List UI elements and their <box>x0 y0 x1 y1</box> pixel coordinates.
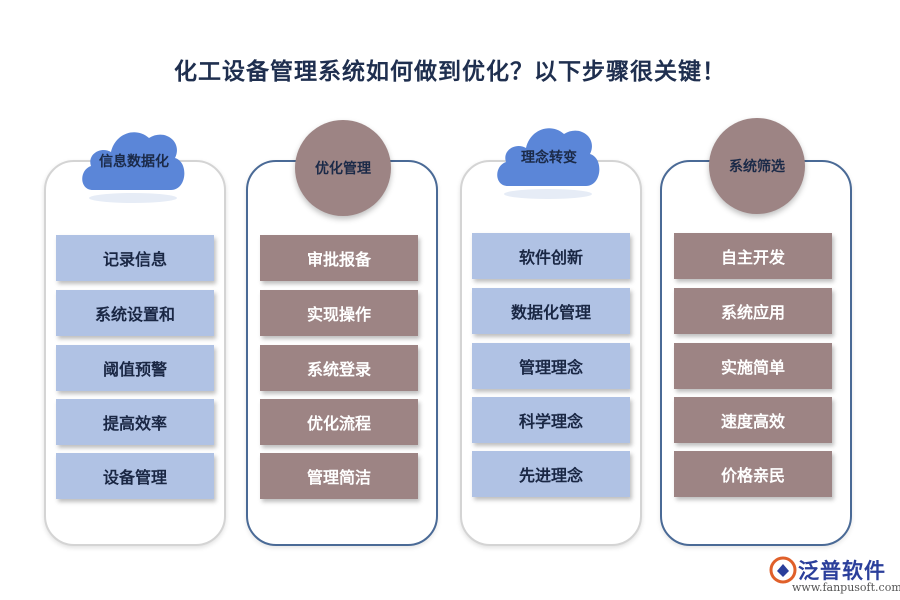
header-cloud-1: 信息数据化 <box>75 118 193 204</box>
logo-brand-text: 泛普软件 <box>798 559 886 583</box>
list-item: 速度高效 <box>674 397 832 443</box>
list-item: 设备管理 <box>56 453 214 499</box>
list-item: 管理简洁 <box>260 453 418 499</box>
list-item: 系统设置和 <box>56 290 214 336</box>
header-label-1: 信息数据化 <box>99 154 169 170</box>
list-item: 实现操作 <box>260 290 418 336</box>
list-item: 记录信息 <box>56 235 214 281</box>
list-item: 阈值预警 <box>56 345 214 391</box>
fanpu-logo-icon <box>769 556 797 584</box>
cloud-icon <box>82 132 185 203</box>
brand-logo: 泛普软件 www.fanpusoft.com <box>768 553 900 597</box>
list-item: 系统登录 <box>260 345 418 391</box>
list-item: 科学理念 <box>472 397 630 443</box>
list-item: 系统应用 <box>674 288 832 334</box>
list-item: 管理理念 <box>472 343 630 389</box>
list-item: 自主开发 <box>674 233 832 279</box>
header-label-2: 优化管理 <box>315 161 371 177</box>
list-item: 价格亲民 <box>674 451 832 497</box>
header-label-3: 理念转变 <box>521 150 577 166</box>
cloud-icon <box>497 128 600 199</box>
list-item: 先进理念 <box>472 451 630 497</box>
header-circle-2: 优化管理 <box>295 120 391 216</box>
header-circle-4: 系统筛选 <box>709 118 805 214</box>
list-item: 数据化管理 <box>472 288 630 334</box>
list-item: 审批报备 <box>260 235 418 281</box>
list-item: 实施简单 <box>674 343 832 389</box>
list-item: 软件创新 <box>472 233 630 279</box>
logo-url-text: www.fanpusoft.com <box>792 581 900 594</box>
header-cloud-3: 理念转变 <box>490 114 608 200</box>
list-item: 优化流程 <box>260 399 418 445</box>
header-label-4: 系统筛选 <box>729 159 785 175</box>
list-item: 提高效率 <box>56 399 214 445</box>
page-title: 化工设备管理系统如何做到优化？以下步骤很关键！ <box>174 59 726 85</box>
